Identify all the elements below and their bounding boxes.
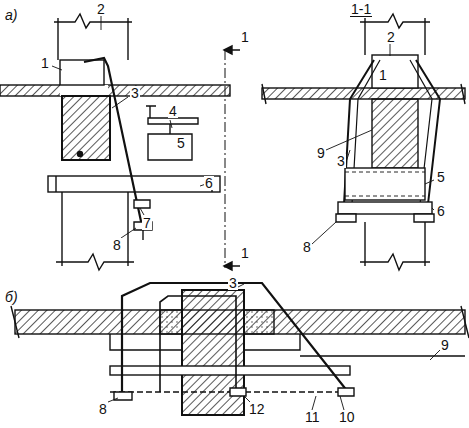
callout-number: 1 [40, 56, 50, 70]
callout-number: 6 [436, 204, 446, 218]
view-a [0, 14, 240, 270]
section-mark: 1 [240, 246, 250, 260]
callout-number: 4 [168, 104, 178, 118]
callout-number: 8 [302, 240, 312, 254]
callout-number: 9 [316, 146, 326, 160]
callout-number: 1 [378, 68, 388, 82]
callout-number: 5 [436, 170, 446, 184]
callout-number: 10 [338, 410, 356, 424]
view-letter: а) [4, 8, 18, 22]
view-b [11, 283, 469, 415]
callout-number: 3 [336, 154, 346, 168]
callout-number: 3 [228, 276, 238, 290]
callout-number: 8 [112, 238, 122, 252]
section-title: 1-1 [350, 2, 372, 17]
callout-number: 8 [98, 402, 108, 416]
callout-number: 3 [130, 86, 140, 100]
callout-number: 5 [176, 136, 186, 150]
callout-number: 9 [440, 338, 450, 352]
callout-number: 2 [96, 2, 106, 16]
callout-number: 6 [204, 176, 214, 190]
callout-number: 7 [142, 216, 152, 230]
callout-number: 2 [386, 30, 396, 44]
callout-number: 11 [304, 410, 321, 424]
section-1-1 [262, 14, 465, 270]
view-letter: б) [4, 290, 19, 304]
section-mark: 1 [240, 30, 250, 44]
callout-number: 12 [248, 402, 266, 416]
